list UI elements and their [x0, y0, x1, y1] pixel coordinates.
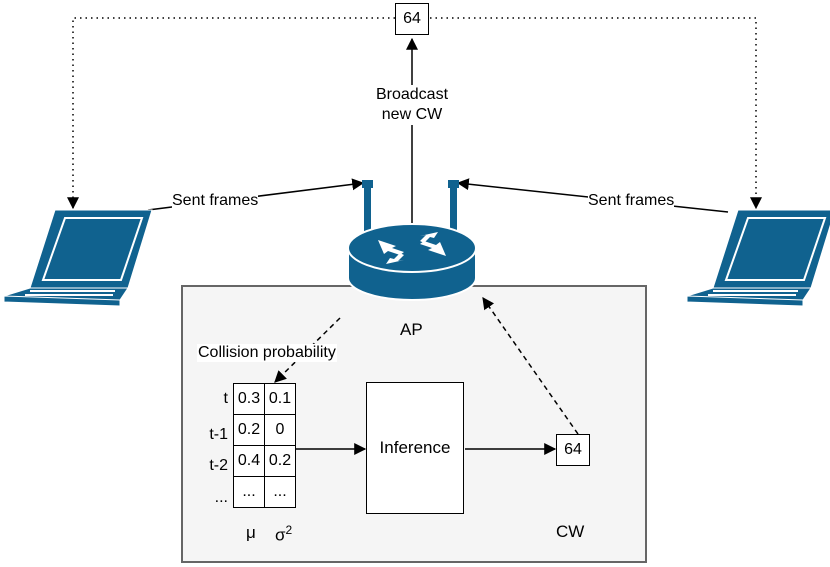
table-row: 0.2 0	[233, 414, 296, 446]
broadcast-cw-value: 64	[403, 10, 421, 27]
sigma-cell: ...	[264, 476, 296, 508]
table-row: 0.3 0.1	[233, 383, 296, 415]
cw-output-value: 64	[564, 441, 582, 458]
cw-output-box: 64	[556, 434, 590, 466]
dotted-link-right	[430, 17, 762, 210]
mu-column-label: μ	[246, 523, 256, 542]
broadcast-label-line2: new CW	[381, 106, 443, 123]
sigma-cell: 0.2	[264, 445, 296, 477]
row-label-t: t	[223, 390, 228, 407]
row-label-t2: t-2	[209, 457, 228, 474]
broadcast-label-line1: Broadcast	[375, 86, 449, 103]
inference-label: Inference	[379, 438, 451, 457]
sigma-cell: 0.1	[264, 383, 296, 415]
mu-cell: 0.4	[233, 445, 265, 477]
table-row: ... ...	[233, 476, 296, 508]
row-label-more: ...	[214, 489, 228, 506]
collision-probability-label: Collision probability	[197, 344, 337, 362]
mu-cell: 0.2	[233, 414, 265, 446]
sigma-symbol: σ	[275, 525, 286, 545]
row-label-t1: t-1	[209, 426, 228, 443]
mu-cell: 0.3	[233, 383, 265, 415]
sigma-column-label: σ2	[275, 523, 292, 546]
sigma-exponent: 2	[285, 523, 293, 537]
broadcast-cw-box: 64	[395, 3, 429, 35]
sent-frames-label-right: Sent frames	[588, 192, 675, 210]
broadcast-label: Broadcast new CW	[362, 85, 462, 125]
ap-label: AP	[400, 320, 423, 339]
sigma-cell: 0	[264, 414, 296, 446]
collision-stats-table: 0.3 0.1 0.2 0 0.4 0.2 ... ...	[233, 383, 296, 508]
inference-box: Inference	[366, 382, 464, 514]
table-row: 0.4 0.2	[233, 445, 296, 477]
mu-cell: ...	[233, 476, 265, 508]
dashed-cw-to-ap-inner	[482, 297, 579, 435]
sent-frames-label-left: Sent frames	[172, 192, 259, 210]
cw-label: CW	[556, 522, 585, 541]
